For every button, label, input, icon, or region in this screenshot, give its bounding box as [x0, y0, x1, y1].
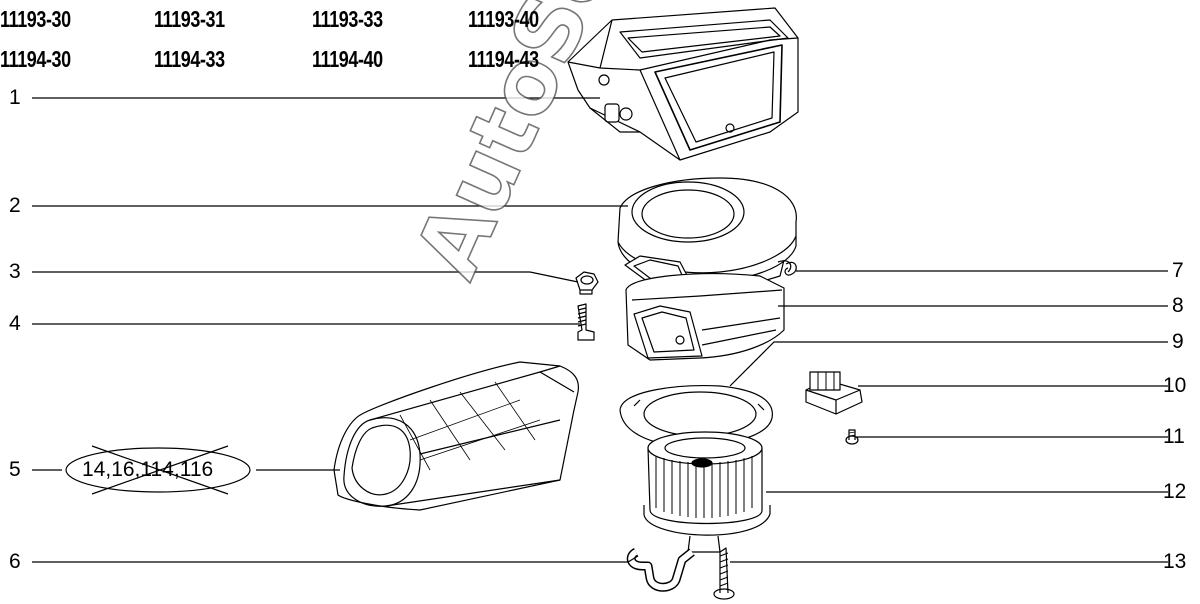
callout-number: 10 — [1163, 374, 1187, 397]
model-number: 11194-43 — [468, 46, 539, 72]
drain-hose-part — [626, 547, 695, 592]
leader-line-6 — [32, 555, 639, 563]
callout-number: 11 — [1163, 425, 1185, 448]
bolt-part — [577, 303, 595, 341]
screw-part — [713, 547, 735, 600]
model-number: 11194-30 — [0, 46, 71, 72]
excluded-parts-marker — [65, 445, 251, 495]
callout-number: 3 — [9, 260, 21, 283]
lower-fan-housing-part — [625, 273, 785, 361]
model-number: 11194-40 — [312, 46, 383, 72]
callout-number: 4 — [9, 312, 21, 335]
resistor-part — [805, 371, 863, 415]
small-screw-part — [845, 429, 859, 445]
callout-number: 1 — [9, 86, 21, 109]
excluded-parts-label: 14,16,114,116 — [82, 458, 214, 481]
model-number: 11193-30 — [0, 6, 71, 32]
model-number: 11193-33 — [312, 6, 383, 32]
blower-motor-fan-part — [643, 431, 771, 553]
callout-number: 6 — [9, 550, 21, 573]
callout-number: 7 — [1172, 259, 1184, 282]
callout-number: 8 — [1172, 294, 1184, 317]
model-number: 11193-31 — [154, 6, 225, 32]
model-number: 11194-33 — [154, 46, 225, 72]
nut-part — [575, 271, 599, 295]
callout-number: 5 — [9, 458, 21, 481]
gasket-ring-part — [619, 385, 773, 447]
leader-line-3 — [32, 271, 579, 283]
leader-line-9 — [729, 341, 1168, 387]
callout-number: 9 — [1172, 330, 1184, 353]
model-number: 11193-40 — [468, 6, 539, 32]
air-duct-part — [333, 361, 580, 511]
callout-number: 2 — [9, 194, 21, 217]
clip-part — [784, 261, 797, 276]
callout-number: 13 — [1163, 550, 1187, 573]
callout-number: 12 — [1163, 480, 1187, 503]
heater-housing-part — [567, 7, 799, 161]
